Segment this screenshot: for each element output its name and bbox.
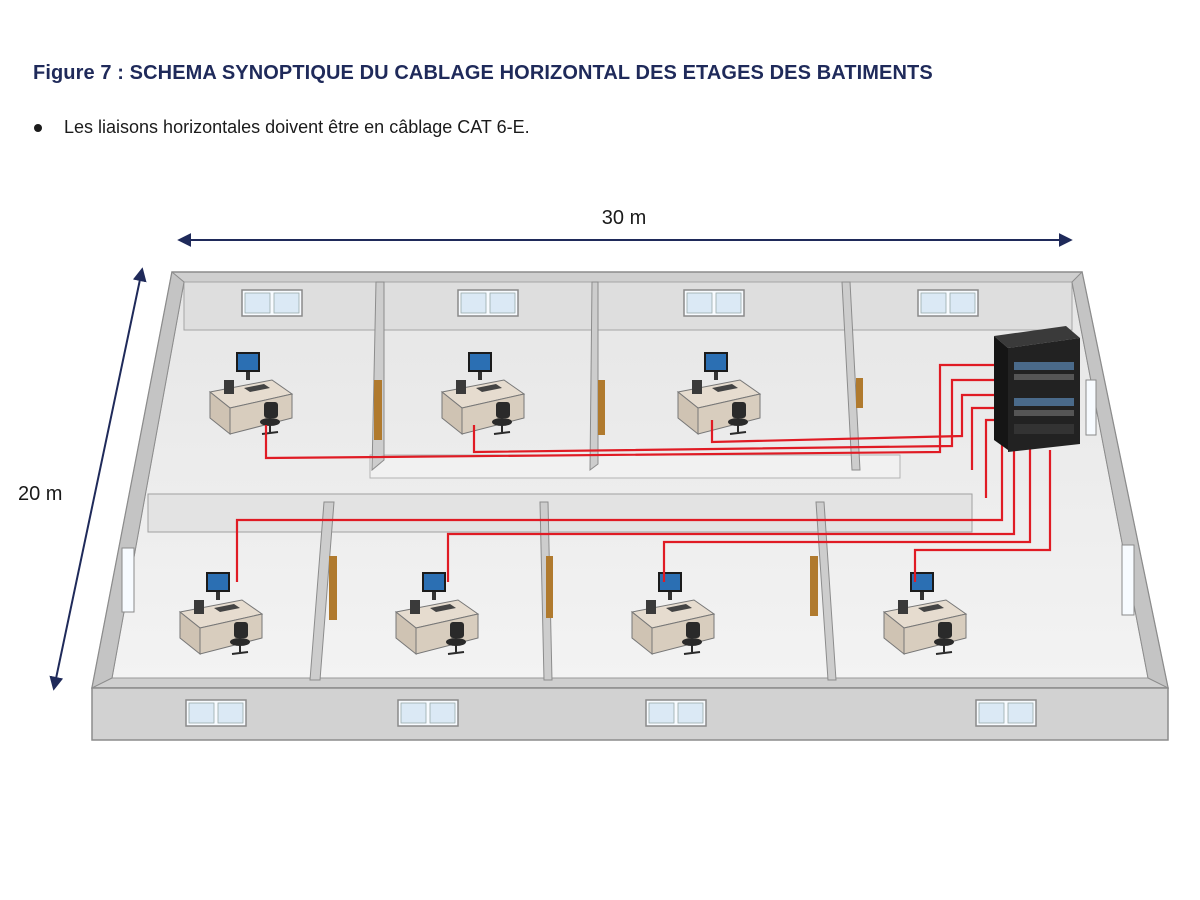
window-icon [241,289,303,317]
depth-label: 20 m [18,483,62,505]
window-icon [457,289,519,317]
partition-front-3 [815,501,837,681]
corridor-wall [147,493,973,533]
partition-back-3 [841,281,861,471]
window-icon [121,547,135,613]
window-icon [683,289,745,317]
window-icon [975,699,1037,727]
window-icon [185,699,247,727]
bullet-dot [34,123,42,132]
door-icon [374,380,382,440]
window-icon [645,699,707,727]
width-label: 30 m [602,207,646,229]
right-wall [1071,270,1169,689]
building-floor [111,281,1149,679]
window-icon [1085,379,1097,436]
bullet-item: Les liaisons horizontales doivent être e… [33,117,530,138]
left-wall [91,271,185,689]
window-icon [917,289,979,317]
door-icon [329,556,337,620]
bullet-text: Les liaisons horizontales doivent être e… [64,117,530,137]
window-icon [397,699,459,727]
door-icon [810,556,818,616]
partition-front-1 [309,501,335,681]
network-rack-icon [994,326,1080,452]
door-icon [856,378,863,408]
window-icon [1121,544,1135,616]
door-icon [598,380,605,435]
figure-title: Figure 7 : SCHEMA SYNOPTIQUE DU CABLAGE … [33,62,933,84]
door-icon [546,556,553,618]
depth-dimension-arrow [49,267,147,691]
corridor-floor [369,454,901,479]
front-wall [91,687,1169,741]
partition-back-2 [589,281,599,472]
